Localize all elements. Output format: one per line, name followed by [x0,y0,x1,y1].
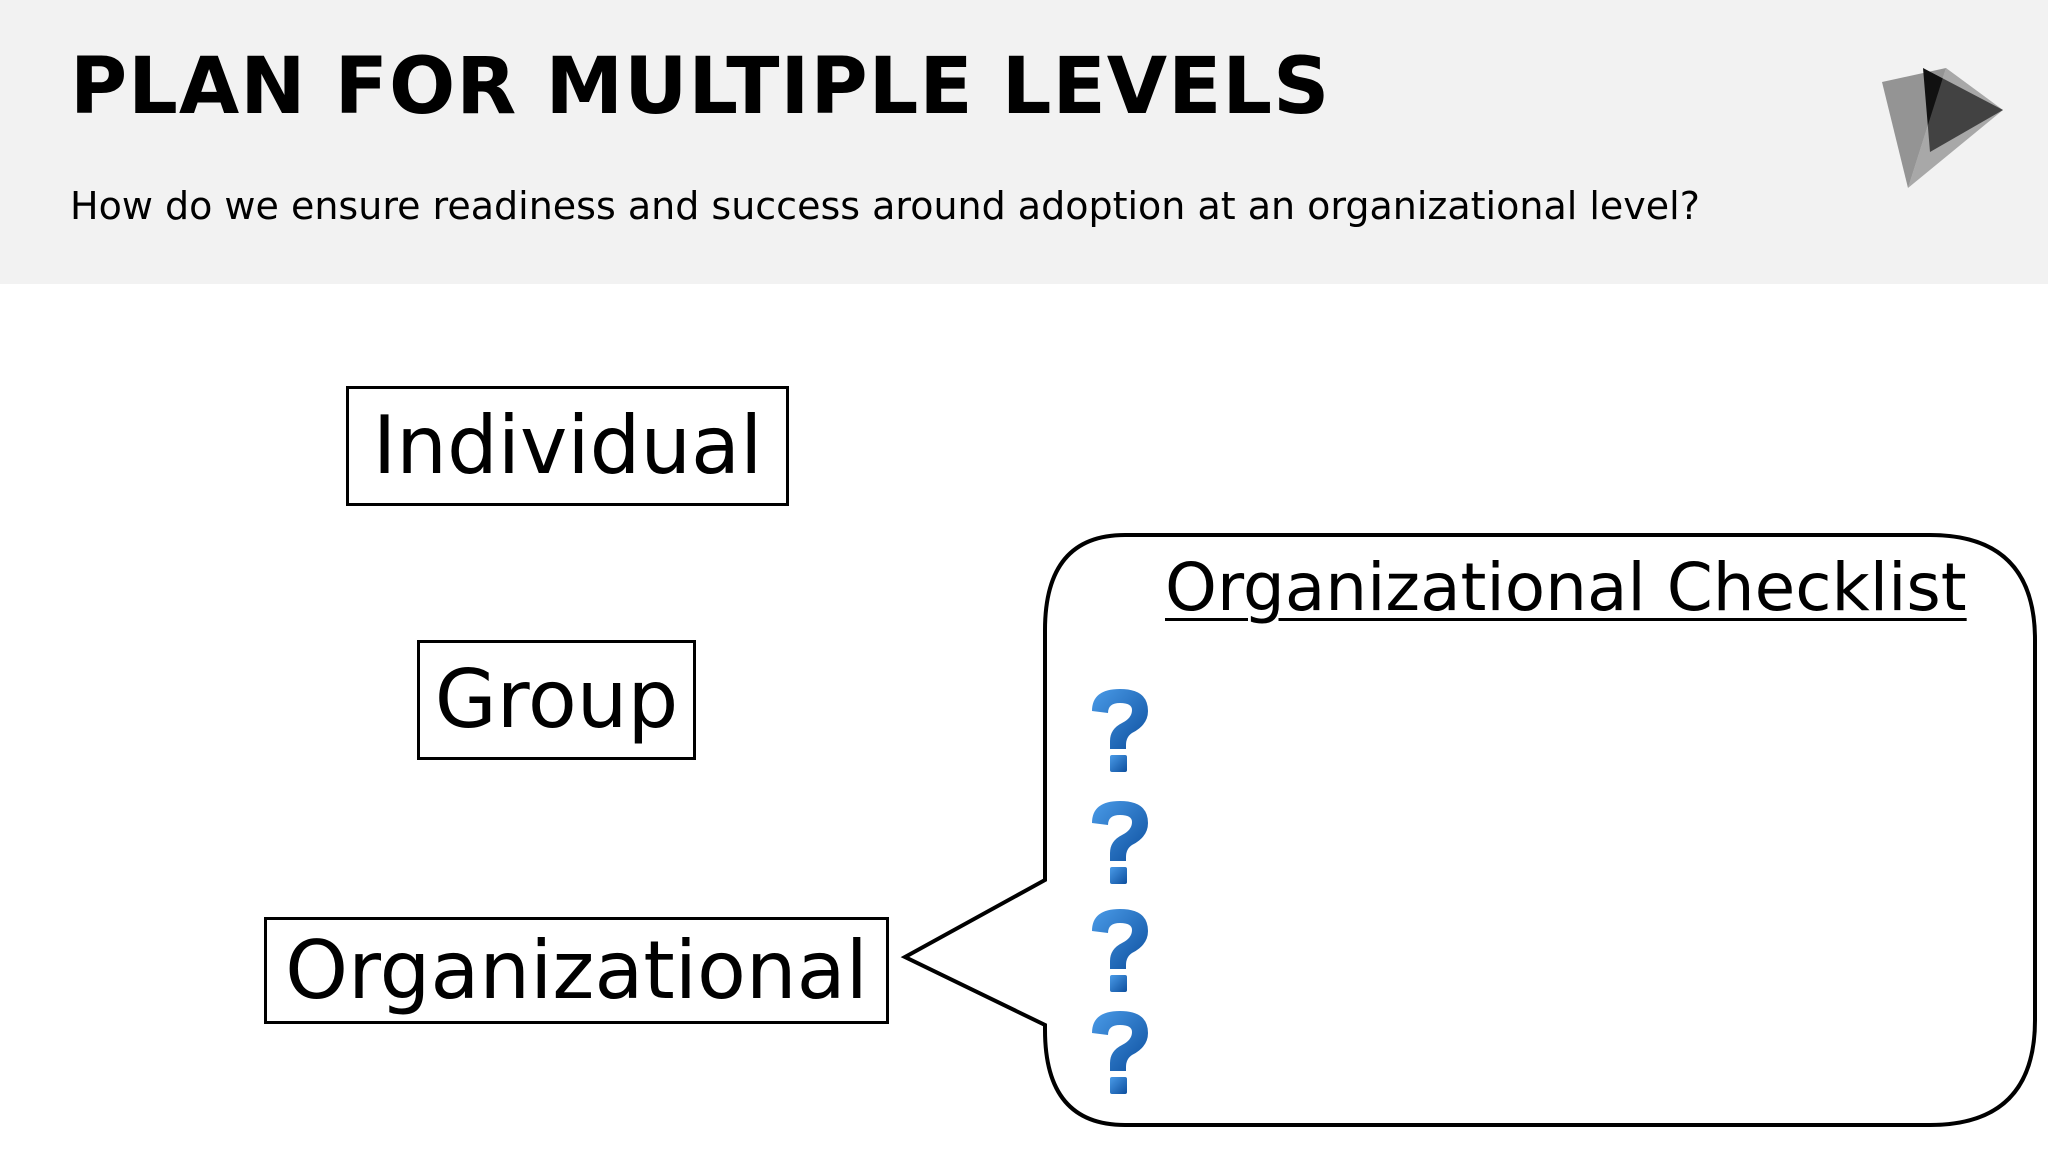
question-mark-icon [1092,909,1148,992]
level-box-group: Group [417,640,696,760]
question-mark-icon [1092,689,1148,772]
question-mark-icon [1092,1011,1148,1094]
play-triangle-icon [1882,68,2003,188]
header-band: PLAN FOR MULTIPLE LEVELS How do we ensur… [0,0,2048,284]
level-box-individual: Individual [346,386,789,506]
checklist-title: Organizational Checklist [1165,549,1967,626]
level-label: Group [434,653,679,746]
question-mark-icon [1092,801,1148,884]
slide-title: PLAN FOR MULTIPLE LEVELS [70,42,1331,132]
slide-subtitle: How do we ensure readiness and success a… [70,184,1700,228]
level-box-organizational: Organizational [264,917,889,1024]
level-label: Organizational [285,923,868,1017]
level-label: Individual [372,399,763,492]
